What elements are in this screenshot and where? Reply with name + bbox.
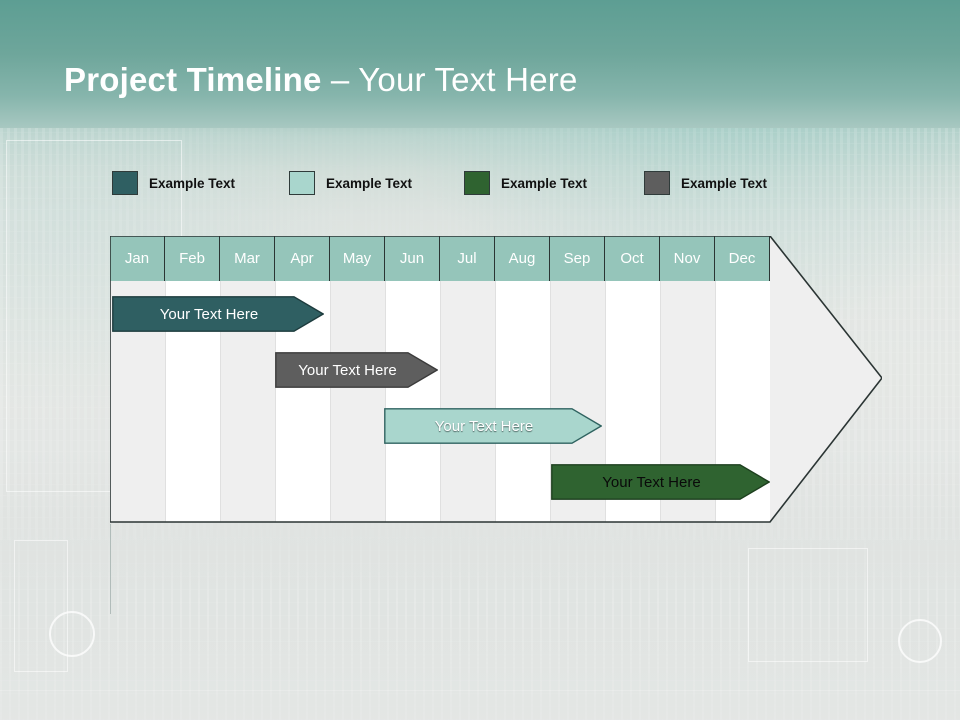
month-header-feb[interactable]: Feb <box>165 236 220 281</box>
background-floor-gradient <box>0 490 960 720</box>
timeline-bar-label: Your Text Here <box>298 361 397 379</box>
column-divider <box>330 281 331 522</box>
legend-swatch-icon <box>464 171 490 195</box>
page-title: Project Timeline – Your Text Here <box>64 58 578 102</box>
bar-arrow-shape <box>275 352 438 388</box>
month-header-nov[interactable]: Nov <box>660 236 715 281</box>
timeline-bar-2[interactable]: Your Text Here <box>275 352 438 388</box>
background-panel-right <box>748 548 868 662</box>
month-header-aug[interactable]: Aug <box>495 236 550 281</box>
timeline-bar-4[interactable]: Your Text Here <box>551 464 770 500</box>
month-header-may[interactable]: May <box>330 236 385 281</box>
legend-item-1[interactable]: Example Text <box>112 170 235 196</box>
legend-swatch-icon <box>289 171 315 195</box>
title-band <box>0 0 960 128</box>
column-divider <box>385 281 386 522</box>
page-title-bold: Project Timeline <box>64 61 322 98</box>
month-header-apr[interactable]: Apr <box>275 236 330 281</box>
legend-swatch-icon <box>644 171 670 195</box>
legend: Example Text Example Text Example Text Exam… <box>112 170 872 196</box>
bar-arrow-shape <box>384 408 602 444</box>
background-circle-right <box>898 619 942 663</box>
legend-item-label: Example Text <box>326 175 413 191</box>
background-line-horizontal <box>0 690 960 691</box>
month-header-jun[interactable]: Jun <box>385 236 440 281</box>
timeline-bar-label: Your Text Here <box>602 473 701 491</box>
legend-item-2[interactable]: Example Text <box>289 170 412 196</box>
legend-item-4[interactable]: Example Text <box>644 170 767 196</box>
legend-swatch-icon <box>112 171 138 195</box>
page-title-rest: Your Text Here <box>358 61 578 98</box>
column-divider <box>495 281 496 522</box>
month-header-jan[interactable]: Jan <box>110 236 165 281</box>
timeline-bar-3[interactable]: Your Text Here <box>384 408 602 444</box>
bar-arrow-shape <box>551 464 770 500</box>
month-header-jul[interactable]: Jul <box>440 236 495 281</box>
legend-item-3[interactable]: Example Text <box>464 170 587 196</box>
background-circle-left <box>49 611 95 657</box>
month-header-mar[interactable]: Mar <box>220 236 275 281</box>
column-divider <box>440 281 441 522</box>
month-header-oct[interactable]: Oct <box>605 236 660 281</box>
month-header-sep[interactable]: Sep <box>550 236 605 281</box>
legend-item-label: Example Text <box>681 175 768 191</box>
legend-item-label: Example Text <box>501 175 588 191</box>
month-header-dec[interactable]: Dec <box>715 236 770 281</box>
timeline-bar-label: Your Text Here <box>434 417 534 435</box>
background-panel-bottom-left <box>14 540 68 672</box>
page-title-separator: – <box>321 61 359 98</box>
background-line-vertical <box>110 524 111 614</box>
legend-item-label: Example Text <box>149 175 236 191</box>
timeline-bar-label: Your Text Here <box>159 305 259 323</box>
bar-arrow-shape <box>112 296 324 332</box>
timeline-bar-1[interactable]: Your Text Here <box>112 296 324 332</box>
